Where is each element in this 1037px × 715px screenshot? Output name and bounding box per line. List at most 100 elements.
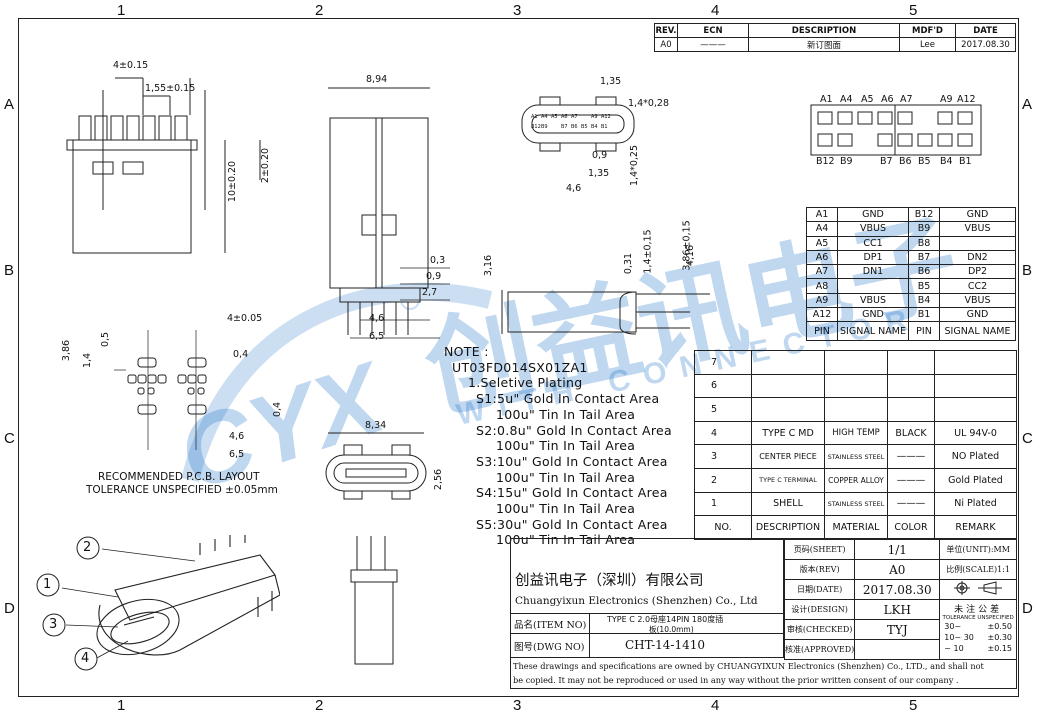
bom-color-7 (887, 350, 935, 375)
bom-material-6 (824, 373, 888, 399)
pin-b4: B4 (908, 292, 940, 309)
bom-color-2: ——— (887, 467, 935, 493)
item-value-1: TYPE C 2.0母座14PIN 180度插 (607, 615, 724, 624)
dim-pcb-side-3: 2,7 (422, 287, 438, 298)
pin-header-2: PIN (908, 321, 940, 342)
pin-b9: B9 (908, 221, 940, 237)
bom-remark-3: NO Plated (934, 444, 1017, 469)
pin-header-1: PIN (806, 321, 838, 342)
signal-b8 (939, 235, 1016, 251)
bom-header-material: MATERIAL (824, 515, 888, 540)
callout-3: 3 (49, 617, 58, 632)
dim-side-2: 1,55±0.15 (145, 83, 196, 94)
dim-side-1: 4±0.15 (113, 60, 149, 71)
dwg-label: 图号(DWG NO) (514, 642, 585, 653)
dim-pcb-side-5: 6,5 (369, 331, 385, 342)
revision-table: REV. ECN DESCRIPTION MDF'D DATE A0 ——— 新… (654, 23, 1016, 52)
socket-pin-b9: B9 (541, 124, 548, 130)
tol-value-3: ±0.15 (987, 644, 1012, 653)
pin-label-a1: A1 (820, 94, 833, 105)
dim-socket-5: 4,6 (566, 183, 582, 194)
signal-a8 (837, 278, 909, 294)
bom-no-3: 3 (694, 444, 752, 469)
dwg-value: CHT-14-1410 (625, 638, 706, 652)
dim-pcb-layout-5: 0,4 (233, 349, 249, 360)
rev-header-mdfd: MDF'D (899, 23, 956, 38)
bom-color-1: ——— (887, 491, 935, 517)
callout-2: 2 (83, 540, 92, 555)
pin-a7: A7 (806, 264, 838, 280)
bom-material-5 (824, 397, 888, 422)
pin-label-b1: B1 (959, 156, 972, 167)
bom-header-desc: DESCRIPTION (751, 515, 825, 540)
signal-header-2: SIGNAL NAME (939, 321, 1016, 342)
note-line-8: 100u" Tin In Tail Area (496, 469, 636, 485)
tolerance-sub: TOLERANCE UNSPECIFIED (942, 615, 1014, 621)
pin-label-b12: B12 (816, 156, 835, 167)
zone-row-b-right: B (1022, 262, 1033, 279)
signal-b12: GND (939, 206, 1016, 223)
unit-label: 单位(UNIT):MM (939, 539, 1017, 560)
callout-1: 1 (43, 577, 52, 592)
note-line-3: S1:5u" Gold In Contact Area (476, 391, 660, 407)
bom-header-remark: REMARK (934, 515, 1017, 540)
sheet-label: 页码(SHEET) (783, 539, 856, 560)
front-view-drawing (328, 87, 430, 335)
zone-row-b: B (4, 262, 15, 279)
bom-color-5 (887, 397, 935, 422)
rev-value: A0 (654, 37, 678, 52)
pcb-layout-caption-2: TOLERANCE UNSPECIFIED ±0.05mm (86, 484, 278, 496)
dim-side-3: 10±0.20 (227, 160, 239, 203)
bom-no-2: 2 (694, 467, 752, 493)
signal-b4: VBUS (939, 292, 1016, 309)
pin-label-b6: B6 (899, 156, 912, 167)
zone-row-a-right: A (1022, 96, 1033, 113)
pin-a5: A5 (806, 235, 838, 251)
pin-layout-drawing (810, 104, 982, 156)
plating-note: NOTE : UT03FD014SX01ZA1 1.Seletive Plati… (444, 344, 672, 548)
bom-material-7 (824, 350, 888, 375)
dim-socket-3: 0,9 (592, 150, 608, 161)
note-title: NOTE : (444, 344, 489, 359)
signal-b6: DP2 (939, 264, 1016, 280)
bom-desc-1: SHELL (751, 491, 825, 517)
note-line-6: 100u" Tin In Tail Area (496, 438, 636, 454)
dim-profile-5: 4,16 (685, 244, 697, 267)
dim-profile-3: 1,4±0,15 (642, 229, 654, 274)
zone-col-1-bottom: 1 (117, 697, 126, 714)
checked-label: 审核(CHECKED) (783, 619, 856, 640)
zone-col-4: 4 (711, 2, 720, 19)
signal-b7: DN2 (939, 249, 1016, 266)
socket-pin-b12: B12 (531, 124, 541, 130)
pin-label-b4: B4 (940, 156, 953, 167)
signal-a6: DP1 (837, 249, 909, 266)
signal-b9: VBUS (939, 221, 1016, 237)
dim-port-2: 2,56 (433, 468, 445, 491)
socket-pin-a9: A9 (591, 114, 598, 120)
dim-pcb-layout-4: 0,5 (100, 331, 112, 348)
socket-pin-a7: A7 (571, 114, 578, 120)
pin-a9: A9 (806, 292, 838, 309)
drawing-frame (18, 18, 1019, 697)
dim-socket-1: 1,35 (600, 76, 622, 87)
sheet-value: 1/1 (854, 539, 941, 560)
bom-no-4: 4 (694, 420, 752, 446)
bom-remark-6 (934, 373, 1017, 399)
bom-no-5: 5 (694, 397, 752, 422)
note-line-1: UT03FD014SX01ZA1 (452, 359, 588, 375)
rev-ecn: ——— (677, 37, 749, 52)
socket-pin-a12: A12 (601, 114, 611, 120)
signal-b1: GND (939, 307, 1016, 323)
bom-desc-7 (751, 350, 825, 375)
zone-row-d-right: D (1022, 600, 1033, 617)
pin-b6: B6 (908, 264, 940, 280)
pin-a6: A6 (806, 249, 838, 266)
dim-socket-6: 1,4*0,25 (629, 144, 641, 187)
signal-b5: CC2 (939, 278, 1016, 294)
bom-no-6: 6 (694, 373, 752, 399)
design-value: LKH (854, 599, 941, 620)
pin-b1: B1 (908, 307, 940, 323)
bom-remark-7 (934, 350, 1017, 375)
